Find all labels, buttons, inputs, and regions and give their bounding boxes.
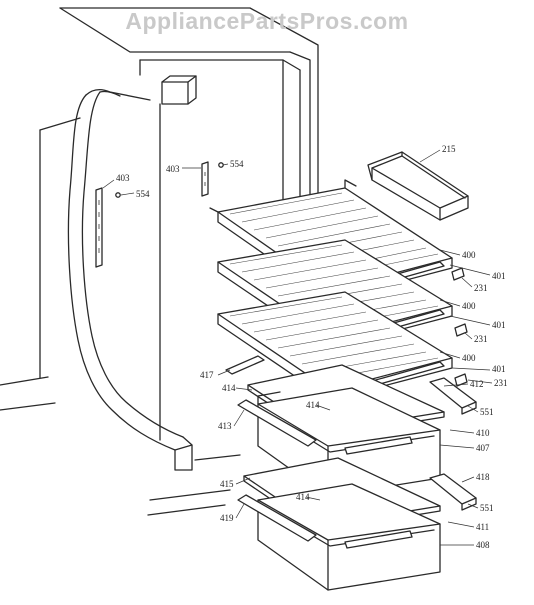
label-410: 410 bbox=[476, 428, 490, 438]
label-231-low: 231 bbox=[494, 378, 508, 388]
watermark-text: AppliancePartsPros.com bbox=[125, 8, 409, 34]
label-551-upper: 551 bbox=[480, 407, 494, 417]
label-400-top: 400 bbox=[462, 250, 476, 260]
part-labels: 403 554 403 554 215 400 401 231 400 401 … bbox=[116, 144, 508, 550]
label-417: 417 bbox=[200, 370, 214, 380]
rail-412 bbox=[429, 377, 477, 415]
rail-417 bbox=[225, 355, 265, 375]
label-401-top: 401 bbox=[492, 271, 506, 281]
label-412: 412 bbox=[470, 379, 484, 389]
shelf-bracket-right bbox=[201, 161, 224, 197]
label-408: 408 bbox=[476, 540, 490, 550]
leader-lines bbox=[102, 149, 493, 546]
door-bin-215 bbox=[367, 151, 469, 221]
label-554-right: 554 bbox=[230, 159, 244, 169]
rail-419 bbox=[237, 494, 317, 542]
rail-413 bbox=[237, 399, 317, 447]
label-403-left: 403 bbox=[116, 173, 130, 183]
label-407: 407 bbox=[476, 443, 490, 453]
label-418: 418 bbox=[476, 472, 490, 482]
label-231-top: 231 bbox=[474, 283, 488, 293]
label-554-left: 554 bbox=[136, 189, 150, 199]
label-215: 215 bbox=[442, 144, 456, 154]
label-413: 413 bbox=[218, 421, 232, 431]
label-401-mid: 401 bbox=[492, 320, 506, 330]
shelf-bracket-left bbox=[95, 187, 121, 268]
label-551-lower: 551 bbox=[480, 503, 494, 513]
label-411: 411 bbox=[476, 522, 489, 532]
shelf-clip-231 bbox=[451, 267, 468, 387]
rail-418 bbox=[429, 473, 477, 511]
label-414-a: 414 bbox=[222, 383, 236, 393]
label-414-c: 414 bbox=[296, 492, 310, 502]
label-403-right: 403 bbox=[166, 164, 180, 174]
label-419: 419 bbox=[220, 513, 234, 523]
label-400-mid: 400 bbox=[462, 301, 476, 311]
label-414-b: 414 bbox=[306, 400, 320, 410]
label-415: 415 bbox=[220, 479, 234, 489]
label-401-bottom: 401 bbox=[492, 364, 506, 374]
label-231-mid: 231 bbox=[474, 334, 488, 344]
label-400-bottom: 400 bbox=[462, 353, 476, 363]
cabinet-liner bbox=[0, 7, 319, 516]
